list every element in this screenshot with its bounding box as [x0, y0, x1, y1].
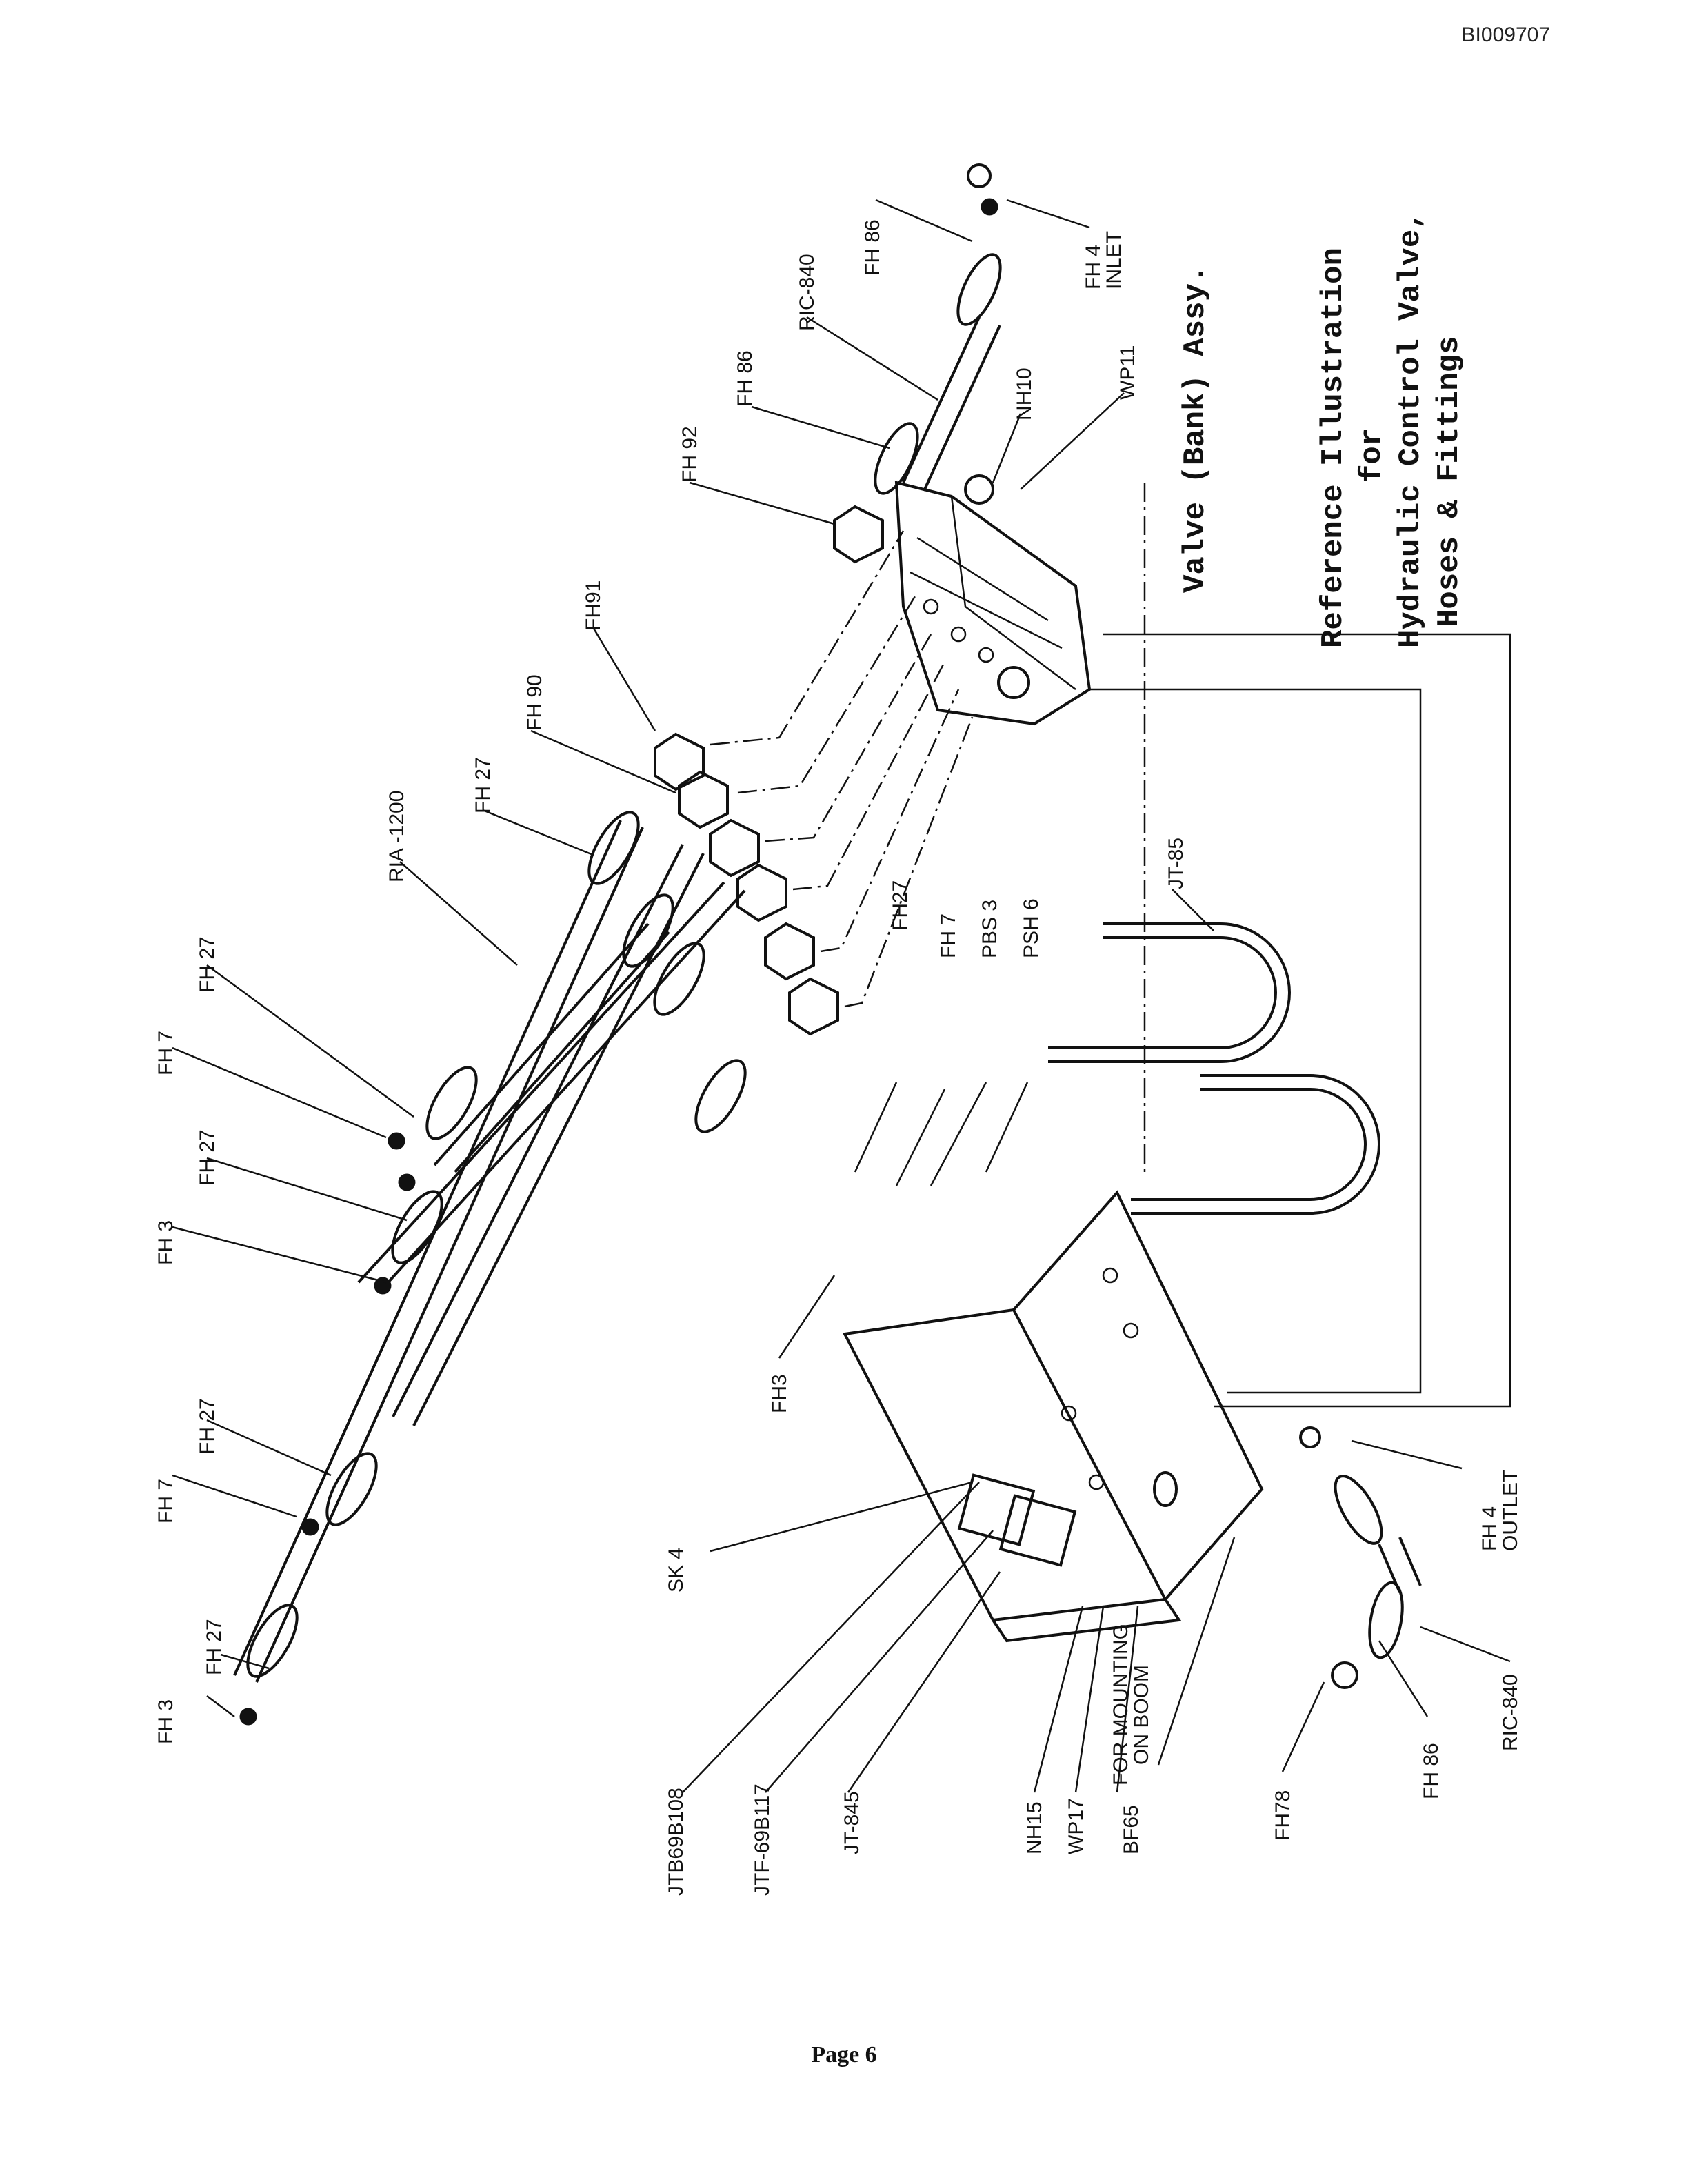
label-fh7-b: FH 7: [154, 1031, 177, 1075]
elbow-fittings: [654, 505, 884, 1036]
label-fh3-a: FH 3: [154, 1699, 177, 1744]
label-fh27-a: FH 27: [203, 1619, 225, 1675]
label-ria1200: RIA -1200: [385, 791, 408, 882]
label-ric840-a: RIC-840: [796, 254, 818, 331]
label-fh78: FH78: [1272, 1790, 1294, 1841]
label-fh7-c: FH 7: [937, 913, 960, 958]
svg-text:Valve (Bank) Assy.: Valve (Bank) Assy.: [1178, 265, 1213, 593]
label-jt845: JT-845: [841, 1791, 863, 1854]
label-bf65: BF65: [1120, 1805, 1143, 1854]
label-fh86-c: FH 86: [1420, 1743, 1443, 1799]
label-fh27-b: FH 27: [196, 1398, 219, 1455]
connection-lines: [710, 483, 1511, 1408]
leader-lines: [172, 199, 1511, 1793]
label-fh27-d: FH 27: [196, 936, 219, 993]
title-line-4: Hoses & Fittings: [1432, 336, 1467, 627]
outlet-hose: [1299, 1426, 1422, 1689]
label-jtf69b117: JTF-69B117: [751, 1783, 774, 1896]
label-psh6: PSH 6: [1020, 898, 1043, 958]
label-fh92: FH 92: [679, 426, 701, 483]
label-sk4: SK 4: [665, 1548, 687, 1593]
label-fh7-a: FH 7: [154, 1479, 177, 1524]
label-fh3-b: FH 3: [154, 1220, 177, 1265]
label-wp11: WP11: [1116, 345, 1139, 400]
label-inlet: INLET: [1103, 231, 1125, 290]
document-id: BI009707: [1461, 23, 1550, 46]
label-fh86-b: FH 86: [861, 219, 884, 276]
label-fh91: FH91: [582, 580, 605, 631]
title-line-3: Hydraulic Control Valve,: [1394, 211, 1428, 648]
part-labels: FH 3 FH 27 FH 7 FH 27 FH 3 FH 27 FH 7 FH…: [154, 219, 1522, 1896]
valve-bank-label: Valve (Bank) Assy.: [1178, 265, 1213, 593]
page-number: Page 6: [811, 2042, 877, 2067]
label-on-boom: ON BOOM: [1130, 1665, 1153, 1765]
title-line-2: for: [1355, 428, 1389, 483]
label-fh27-f: FH27: [889, 880, 912, 931]
label-fh4-inlet: FH 4: [1082, 245, 1105, 290]
long-hose-lines: [233, 820, 746, 1683]
label-jt85: JT-85: [1165, 838, 1187, 889]
label-jtb69b108: JTB69B108: [665, 1788, 687, 1896]
title-line-1: Reference Illustration: [1316, 247, 1351, 648]
label-fh86-a: FH 86: [734, 350, 756, 407]
label-nh15: NH15: [1023, 1801, 1046, 1854]
label-fh90: FH 90: [523, 674, 546, 731]
label-wp17: WP17: [1065, 1798, 1087, 1854]
label-for-mounting: FOR MOUNTING: [1109, 1624, 1132, 1786]
title-block: Reference Illustration for Hydraulic Con…: [1316, 211, 1467, 648]
label-fh27-e: FH 27: [472, 757, 494, 813]
label-ric840-b: RIC-840: [1499, 1674, 1522, 1751]
u-bolts: [1048, 922, 1380, 1215]
inlet-hose: [874, 163, 1002, 495]
label-fh3-c: FH3: [768, 1374, 791, 1413]
label-fh27-c: FH 27: [196, 1129, 219, 1186]
label-fh4-outlet: FH 4: [1478, 1506, 1501, 1551]
valve-bank: [894, 474, 1092, 726]
label-outlet: OUTLET: [1499, 1470, 1522, 1551]
mounting-plate: [842, 1190, 1264, 1643]
label-nh10: NH10: [1013, 367, 1036, 421]
label-pbs3: PBS 3: [978, 900, 1001, 958]
